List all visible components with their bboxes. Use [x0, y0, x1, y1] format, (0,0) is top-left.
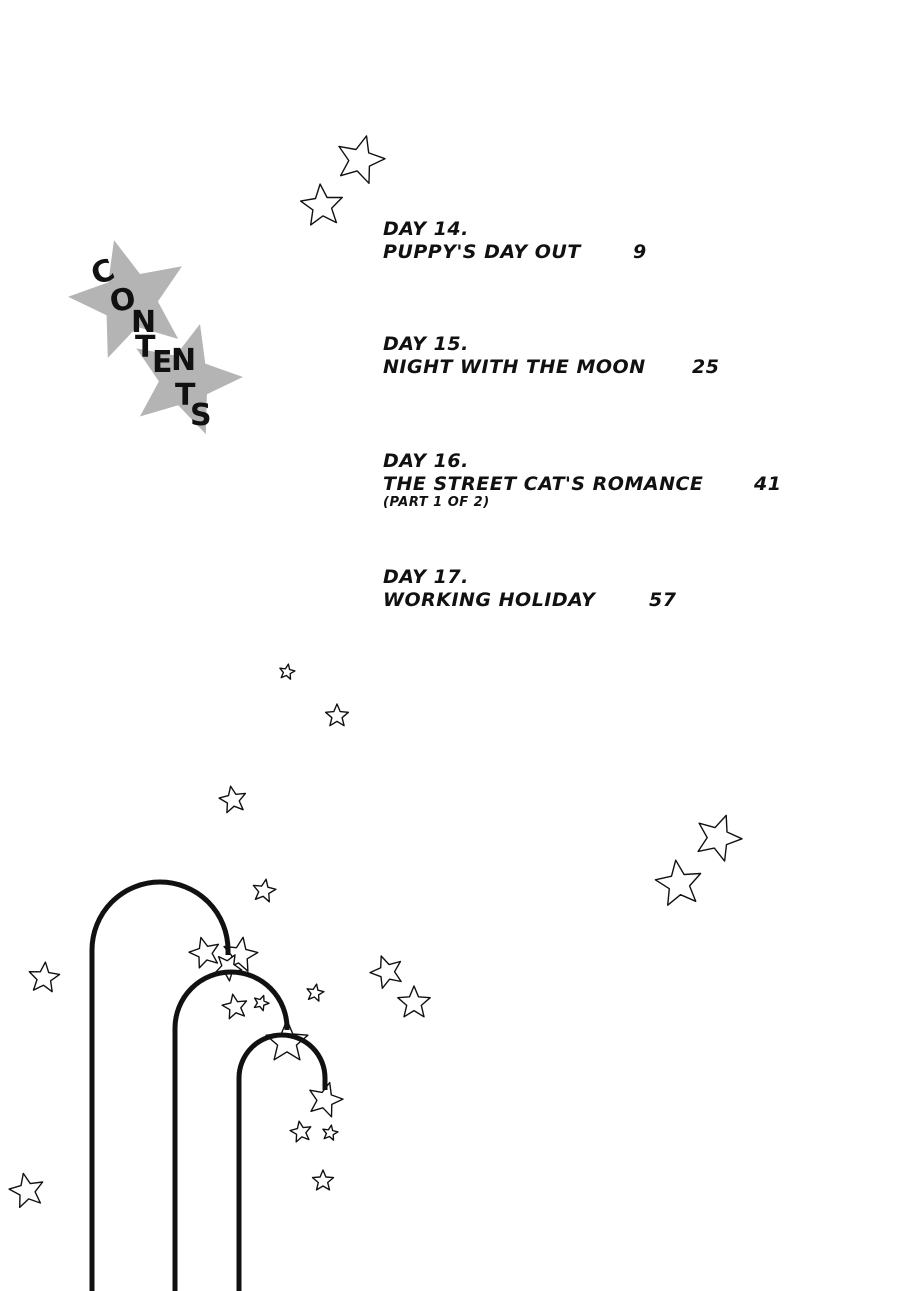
star-icon: [322, 1124, 339, 1141]
entry-page: 25: [692, 356, 720, 378]
star-icon: [136, 324, 243, 435]
entry-day: DAY 17.: [383, 566, 469, 588]
star-icon: [654, 859, 702, 906]
toc-entry[interactable]: DAY 17. WORKING HOLIDAY 57: [383, 566, 676, 612]
star-icon: [697, 814, 743, 862]
star-icon: [324, 703, 350, 727]
entry-day: DAY 14.: [383, 218, 469, 240]
star-icon: [68, 240, 182, 358]
star-icon: [279, 663, 296, 680]
entry-page: 41: [754, 473, 782, 495]
toc-entry[interactable]: DAY 16. THE STREET CAT'S ROMANCE (PART 1…: [383, 450, 781, 510]
contents-letter: T: [175, 378, 196, 413]
star-icon: [289, 1120, 312, 1143]
entry-subtitle: (PART 1 OF 2): [383, 495, 490, 510]
star-icon: [28, 961, 61, 993]
entry-title: NIGHT WITH THE MOON: [383, 356, 646, 378]
star-icon: [221, 993, 248, 1020]
star-icon: [8, 1172, 44, 1209]
entry-page: 57: [649, 589, 677, 611]
contents-letter: E: [152, 345, 173, 380]
arch-large: [89, 879, 231, 1291]
star-icon: [218, 785, 247, 814]
arch-small: [236, 1032, 328, 1291]
star-icon: [369, 955, 402, 989]
star-icon: [253, 994, 270, 1012]
toc-entry[interactable]: DAY 14. PUPPY'S DAY OUT 9: [383, 218, 646, 264]
entry-page: 9: [633, 241, 647, 263]
contents-star-badge: [68, 240, 243, 435]
toc-entry[interactable]: DAY 15. NIGHT WITH THE MOON 25: [383, 333, 719, 379]
star-icon: [252, 878, 277, 903]
entry-day: DAY 15.: [383, 333, 469, 355]
star-icon: [338, 135, 386, 185]
star-icon: [397, 985, 431, 1018]
entry-title: PUPPY'S DAY OUT: [383, 241, 581, 263]
star-icon: [309, 1081, 344, 1118]
contents-letter: S: [190, 398, 212, 433]
entry-title: THE STREET CAT'S ROMANCE: [383, 473, 704, 495]
star-icon: [306, 983, 325, 1002]
scattered-stars: [8, 135, 743, 1209]
contents-letter: N: [171, 343, 197, 378]
contents-letter: T: [135, 330, 156, 365]
arches-illustration: [89, 879, 328, 1291]
entry-day: DAY 16.: [383, 450, 469, 472]
arch-medium: [172, 969, 290, 1291]
star-icon: [188, 936, 220, 969]
contents-letter: N: [131, 305, 157, 340]
entry-title: WORKING HOLIDAY: [383, 589, 596, 611]
star-icon: [311, 1169, 335, 1191]
star-icon: [299, 183, 343, 226]
